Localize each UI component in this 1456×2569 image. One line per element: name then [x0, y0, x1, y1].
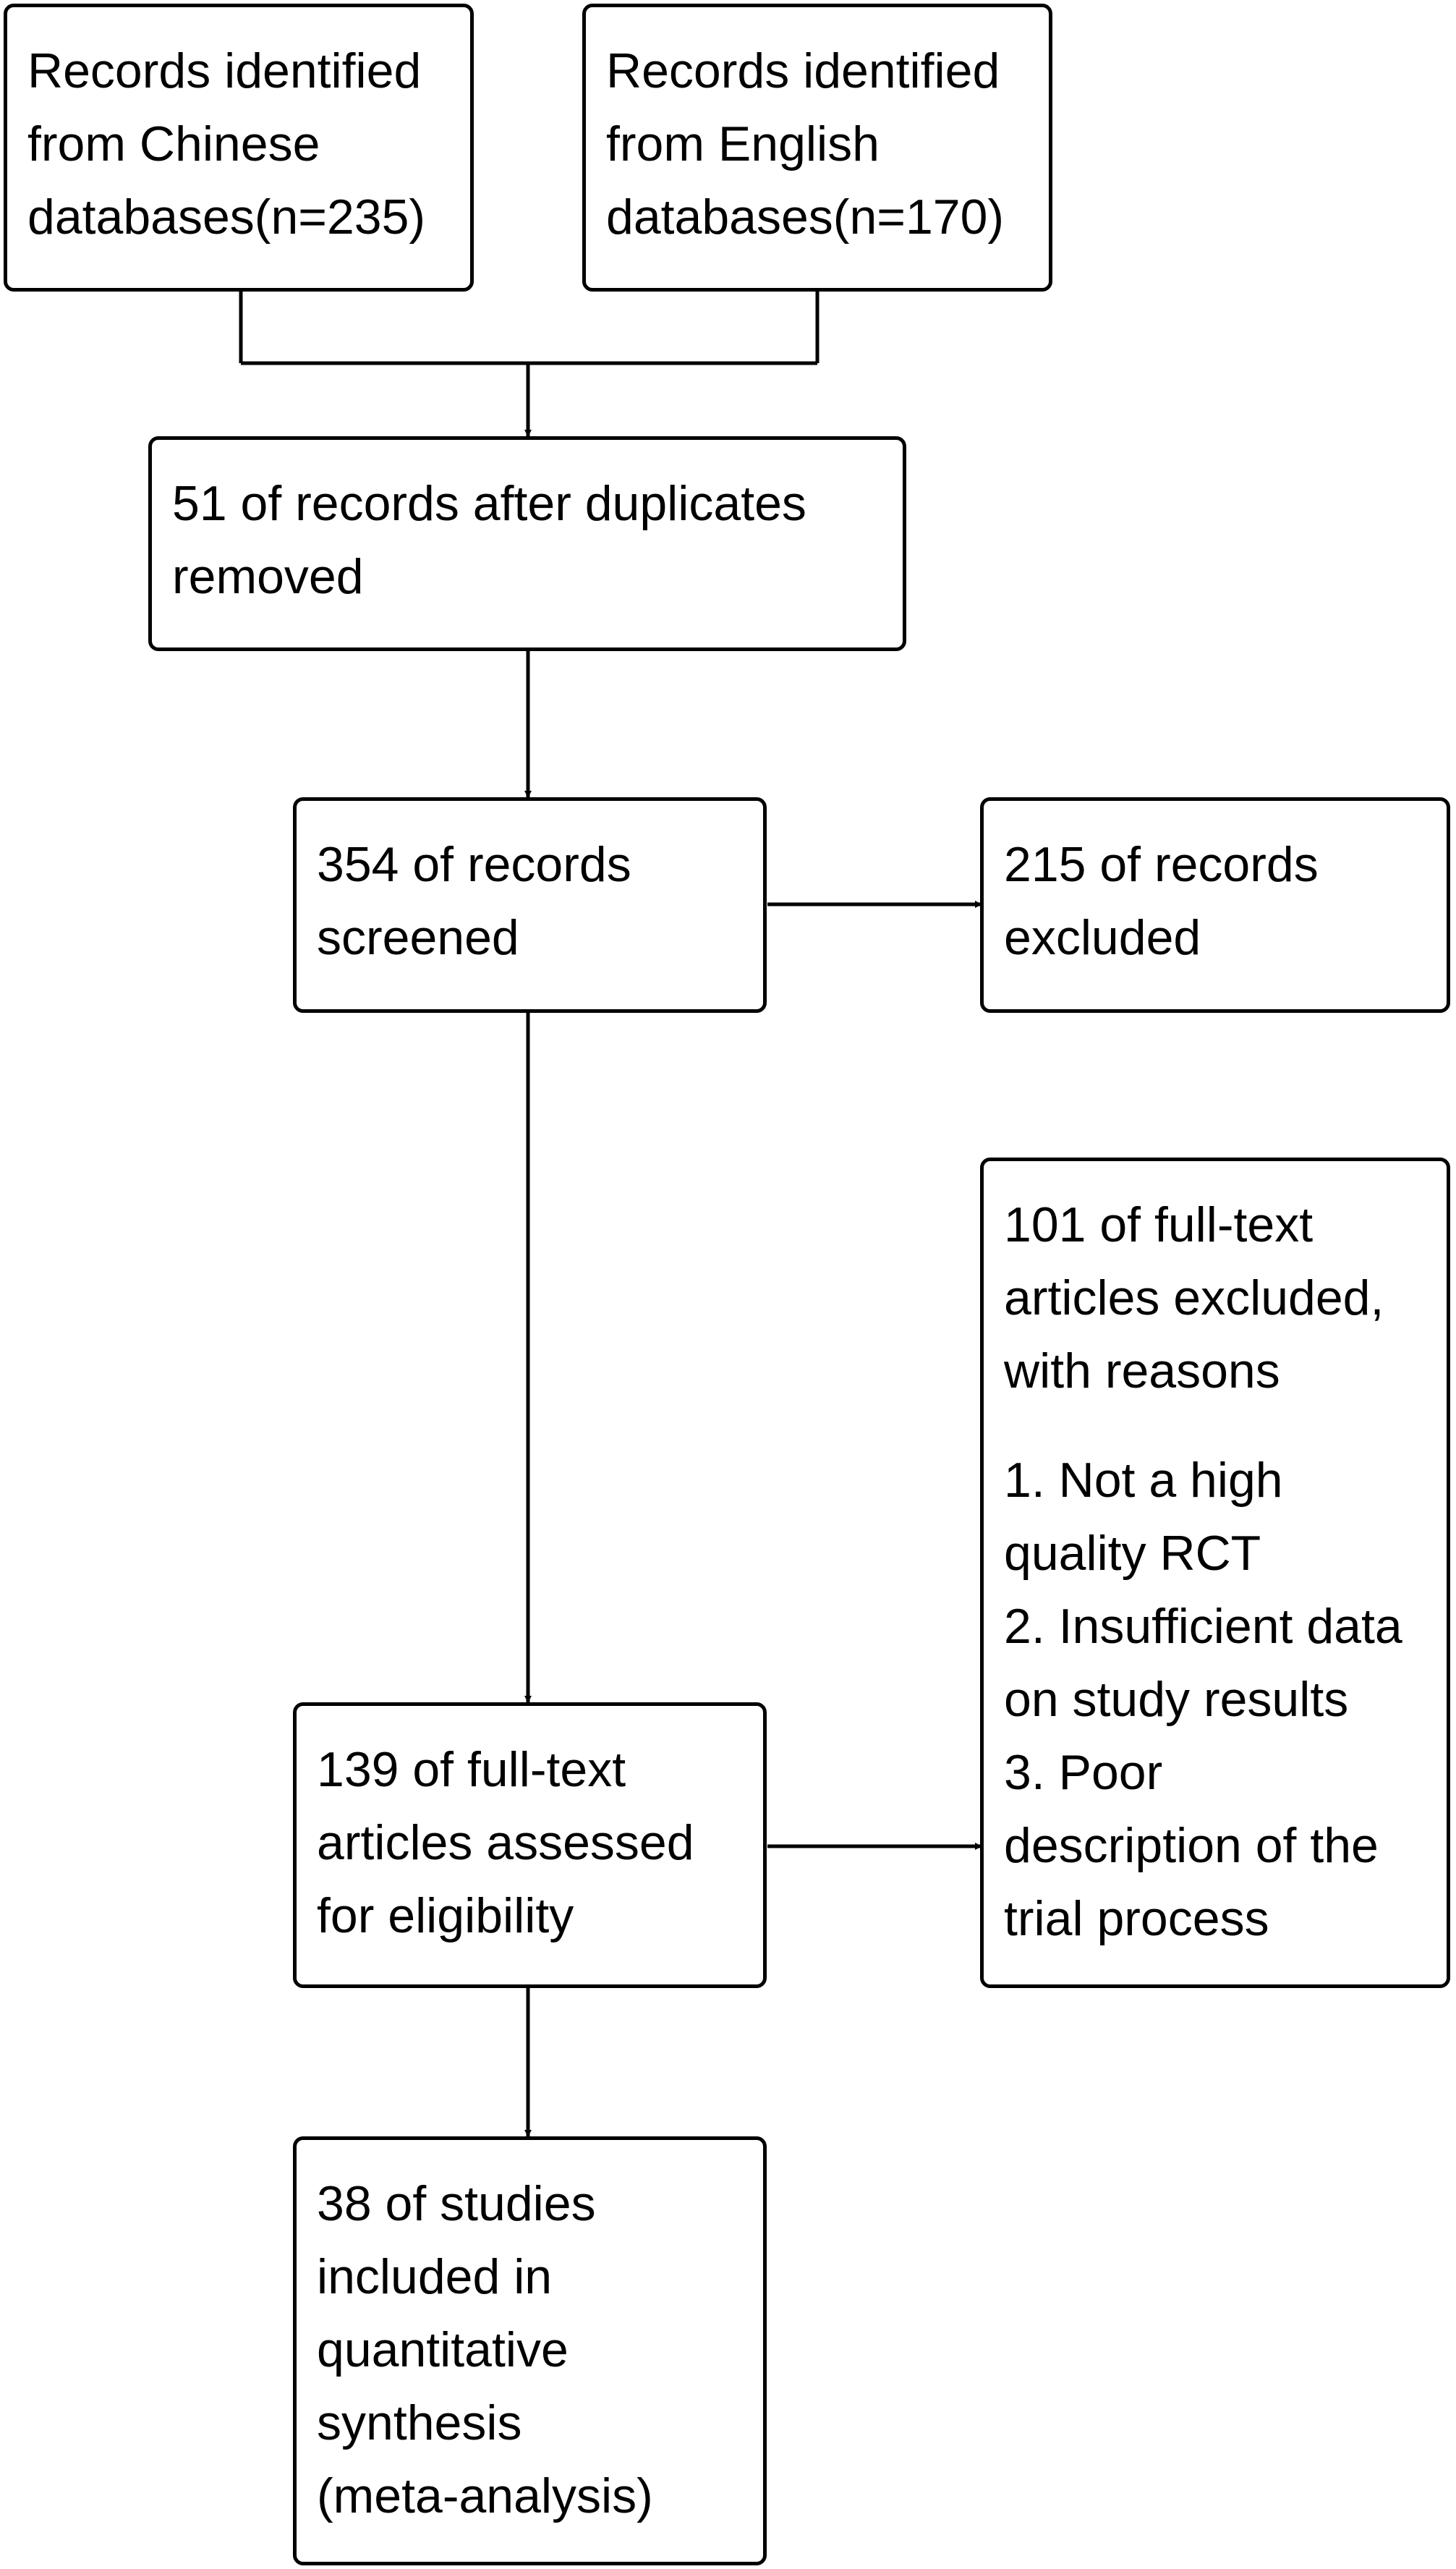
box-fulltext-assessed: 139 of full-text articles assessed for e…: [293, 1702, 767, 1988]
box-text-line: included in: [317, 2249, 553, 2304]
box-text-line: databases(n=235): [27, 190, 426, 245]
box-text-line: 215 of records: [1004, 837, 1319, 892]
reason-line: 2. Insufficient data: [1004, 1599, 1402, 1654]
reason-line: on study results: [1004, 1672, 1349, 1727]
box-text-line: (meta-analysis): [317, 2468, 653, 2523]
box-text-line: quantitative: [317, 2322, 569, 2377]
box-text-line: with reasons: [1004, 1343, 1280, 1398]
box-records-screened: 354 of records screened: [293, 797, 767, 1013]
box-text-line: 51 of records after duplicates: [172, 476, 806, 531]
box-studies-included: 38 of studies included in quantitative s…: [293, 2136, 767, 2565]
box-english-records: Records identified from English database…: [582, 4, 1052, 292]
box-text-line: databases(n=170): [606, 190, 1005, 245]
box-text-line: articles excluded,: [1004, 1270, 1384, 1325]
box-text-line: Records identified: [27, 43, 422, 98]
reason-line: 3. Poor: [1004, 1745, 1163, 1800]
box-text-line: 354 of records: [317, 837, 631, 892]
box-text-line: for eligibility: [317, 1888, 574, 1943]
box-text-line: 101 of full-text: [1004, 1197, 1314, 1252]
reason-line: description of the: [1004, 1818, 1379, 1873]
box-text-line: 139 of full-text: [317, 1742, 626, 1797]
box-text-line: from English: [606, 116, 880, 171]
box-text-line: from Chinese: [27, 116, 320, 171]
reason-line: trial process: [1004, 1891, 1269, 1946]
reason-line: quality RCT: [1004, 1526, 1261, 1581]
box-text-line: synthesis: [317, 2395, 522, 2450]
box-fulltext-excluded: 101 of full-text articles excluded, with…: [980, 1158, 1450, 1988]
box-text-line: 38 of studies: [317, 2176, 596, 2231]
box-text-line: screened: [317, 910, 519, 965]
box-text-line: Records identified: [606, 43, 1000, 98]
reason-line: 1. Not a high: [1004, 1453, 1283, 1508]
box-text-line: articles assessed: [317, 1815, 694, 1870]
box-text-line: removed: [172, 549, 364, 604]
box-records-excluded: 215 of records excluded: [980, 797, 1450, 1013]
box-text-line: excluded: [1004, 910, 1201, 965]
reasons-gap: [1004, 1408, 1425, 1444]
box-chinese-records: Records identified from Chinese database…: [4, 4, 474, 292]
box-duplicates-removed: 51 of records after duplicates removed: [148, 436, 906, 651]
